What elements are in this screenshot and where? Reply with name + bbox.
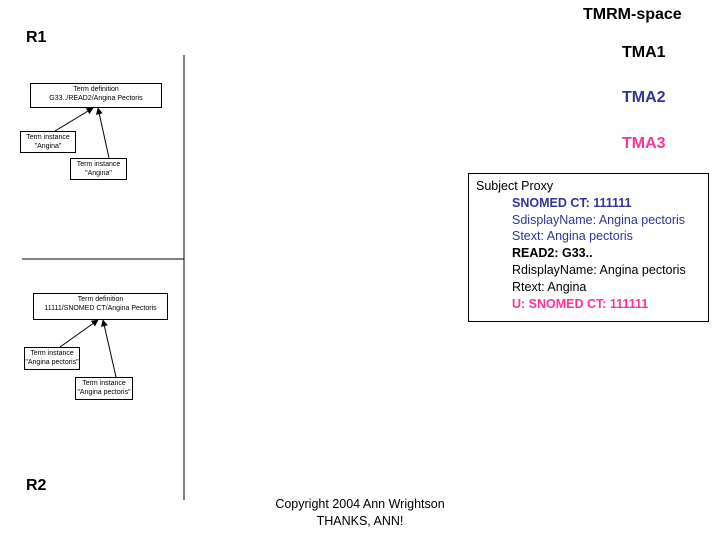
subject-proxy-box: Subject Proxy SNOMED CT: 111111 Sdisplay… bbox=[468, 173, 709, 322]
r1-term-instance-b-box: Term instance "Angina" bbox=[70, 158, 127, 180]
proxy-line-unified-code: U: SNOMED CT: 111111 bbox=[512, 296, 649, 311]
tma2-label: TMA2 bbox=[622, 89, 666, 106]
r1-term-definition-line2: G33../READ2/Angina Pectoris bbox=[49, 95, 143, 102]
proxy-line-snomed-code: SNOMED CT: 111111 bbox=[512, 195, 632, 210]
r2-arrow-a bbox=[59, 319, 99, 348]
r1-term-instance-a-line1: Term instance bbox=[26, 134, 70, 141]
r2-term-instance-a-box: Term instance "Angina pectoris" bbox=[24, 347, 80, 370]
copyright-text: Copyright 2004 Ann Wrightson bbox=[275, 497, 445, 511]
r1-term-instance-b-line2: "Angina" bbox=[85, 170, 112, 177]
r1-arrow-a bbox=[54, 107, 94, 132]
page-title: TMRM-space bbox=[583, 6, 682, 23]
proxy-line-sdisplayname: SdisplayName: Angina pectoris bbox=[512, 212, 686, 227]
r1-term-definition-box: Term definition G33../READ2/Angina Pecto… bbox=[30, 83, 162, 108]
tma1-label: TMA1 bbox=[622, 44, 666, 61]
r1-term-instance-b-line1: Term instance bbox=[76, 161, 121, 168]
r2-term-definition-box: Term definition 11111/SNOMED CT/Angina P… bbox=[33, 293, 168, 320]
r2-term-instance-b-line2: "Angina pectoris" bbox=[77, 389, 131, 396]
r2-term-instance-b-line1: Term instance bbox=[82, 380, 126, 387]
r1-term-instance-a-box: Term instance "Angina" bbox=[20, 131, 76, 153]
r2-term-definition-line2: 11111/SNOMED CT/Angina Pectoris bbox=[44, 305, 157, 312]
proxy-line-read2-code: READ2: G33.. bbox=[512, 246, 593, 261]
thanks-text: THANKS, ANN! bbox=[316, 514, 404, 528]
r1-term-instance-a-line2: "Angina" bbox=[34, 143, 62, 150]
region-label-r1: R1 bbox=[26, 29, 47, 46]
proxy-line-stext: Stext: Angina pectoris bbox=[512, 229, 633, 244]
r1-arrow-b bbox=[95, 107, 110, 159]
r2-arrow-b bbox=[100, 319, 117, 378]
proxy-line-rdisplayname: RdisplayName: Angina pectoris bbox=[512, 262, 686, 277]
region-label-r2: R2 bbox=[26, 477, 47, 494]
r2-term-instance-b-box: Term instance "Angina pectoris" bbox=[75, 377, 133, 400]
r2-term-instance-a-line2: "Angina pectoris" bbox=[25, 359, 79, 366]
r1-term-definition-line1: Term definition bbox=[73, 86, 119, 93]
r2-term-definition-line1: Term definition bbox=[77, 296, 124, 303]
tma3-label: TMA3 bbox=[622, 135, 666, 152]
subject-proxy-title: Subject Proxy bbox=[476, 179, 554, 193]
copyright-footer: Copyright 2004 Ann Wrightson THANKS, ANN… bbox=[220, 496, 500, 530]
proxy-line-rtext: Rtext: Angina bbox=[512, 279, 587, 294]
r2-term-instance-a-line1: Term instance bbox=[30, 350, 74, 357]
